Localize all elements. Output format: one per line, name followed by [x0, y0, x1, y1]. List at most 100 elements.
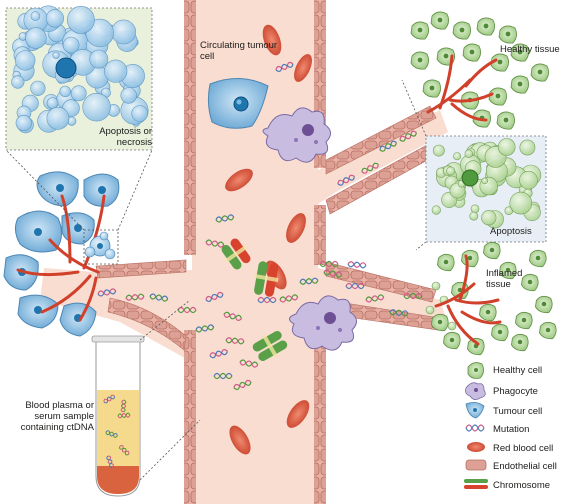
healthy-cell	[479, 303, 497, 322]
tumour-cell-icon	[465, 402, 485, 419]
dna-fragment	[125, 293, 145, 301]
dna-fragment	[119, 445, 130, 456]
legend-label: Healthy cell	[493, 364, 543, 376]
inflamed-cells	[425, 241, 557, 356]
healthy-cell	[410, 51, 429, 70]
dna-fragment	[103, 394, 115, 404]
chromosome	[221, 238, 251, 270]
apoptotic-body	[89, 49, 109, 69]
healthy-cell	[476, 17, 495, 36]
legend-icons	[464, 362, 488, 489]
apoptotic-body	[447, 321, 457, 331]
dna-fragment	[403, 292, 423, 300]
apoptotic-body	[62, 36, 80, 54]
label-healthy-tissue: Healthy tissue	[500, 44, 560, 55]
dna-fragment	[389, 309, 409, 317]
healthy-cell	[483, 241, 501, 260]
legend-item-tumour-cell: Tumour cell	[490, 403, 542, 419]
apoptotic-body	[446, 166, 456, 176]
healthy-cell	[529, 249, 547, 268]
phagocyte-top	[262, 107, 331, 163]
dna-fragment	[195, 324, 215, 333]
apoptotic-body	[497, 138, 516, 156]
healthy-cell	[490, 53, 509, 72]
apoptotic-body	[431, 281, 441, 291]
apoptotic-body	[432, 144, 445, 157]
apoptotic-body	[481, 177, 489, 185]
endothelial-cell-icon	[465, 459, 487, 471]
chromosome	[252, 330, 288, 362]
main-vessel-right-wall-mid	[314, 205, 326, 265]
dna-fragment	[213, 372, 233, 380]
legend-label: Red blood cell	[493, 442, 554, 454]
apoptotic-body	[470, 204, 480, 214]
dna-fragment	[105, 430, 118, 438]
test-tube	[91, 299, 201, 497]
legend-item-healthy-cell: Healthy cell	[490, 362, 542, 378]
apoptotic-bodies	[11, 5, 149, 134]
apoptotic-body	[519, 170, 538, 190]
label-apoptosis-or-necrosis: Apoptosis or necrosis	[99, 126, 152, 148]
healthy-cell	[443, 331, 461, 350]
healthy-cell	[430, 11, 449, 30]
red-blood-cells	[225, 24, 312, 455]
apoptotic-body	[67, 5, 95, 34]
apoptotic-body	[519, 139, 536, 156]
legend-item-phagocyte: Phagocyte	[490, 383, 538, 399]
healthy-cell	[496, 111, 515, 130]
healthy-cell	[530, 63, 549, 82]
red-blood-cell	[294, 54, 312, 82]
nucleus-fragment	[461, 169, 479, 187]
legend-item-chromosome: Chromosome	[490, 477, 550, 493]
tumour-tissue	[3, 149, 153, 337]
dna-fragment	[233, 379, 252, 391]
dna-fragment	[399, 130, 417, 142]
apoptotic-body	[30, 11, 41, 21]
dna-fragment	[257, 296, 277, 304]
healthy-cell	[499, 261, 517, 280]
healthy-tissue	[410, 11, 549, 130]
dna-fragment	[361, 162, 379, 174]
inflamed-tissue	[425, 241, 557, 356]
healthy-cell	[422, 79, 441, 98]
red-blood-cell-icon	[467, 442, 485, 452]
dna-fragment	[345, 282, 365, 290]
dna-fragment	[149, 293, 169, 302]
healthy-cell	[461, 249, 479, 268]
red-blood-cell	[286, 400, 310, 428]
healthy-cell	[452, 21, 471, 40]
main-vessel-left-wall-lower	[184, 330, 196, 504]
apoptosis-necrosis-inset	[5, 5, 153, 151]
phagocyte-bottom	[289, 295, 357, 351]
healthy-cell	[410, 21, 429, 40]
healthy-cell	[539, 321, 557, 340]
apoptotic-body	[15, 114, 32, 132]
healthy-cell	[535, 295, 553, 314]
apoptotic-body	[25, 27, 47, 49]
apoptosis-inset	[401, 79, 547, 251]
dna-fragment	[223, 311, 242, 321]
main-vessel-left-wall	[184, 0, 196, 255]
dna-fragment	[347, 261, 367, 269]
dna-fragment	[215, 214, 235, 223]
apoptotic-body	[464, 149, 473, 158]
sample-ctdna	[103, 394, 131, 468]
dna-fragment	[365, 294, 385, 303]
mutation-icon	[465, 424, 485, 432]
apoptotic-body	[425, 305, 435, 315]
healthy-cell	[510, 75, 529, 94]
dna-fragment	[299, 277, 319, 285]
apoptotic-body	[453, 152, 462, 161]
apoptotic-bodies-green	[431, 138, 542, 229]
left-branch-lower-wall	[107, 297, 187, 351]
cfdna-fragments	[97, 61, 423, 391]
zoom-source-box	[83, 229, 119, 265]
apoptotic-cell-cluster	[84, 231, 116, 260]
legend-label: Endothelial cell	[493, 460, 557, 472]
label-inflamed-tissue: Inflamed tissue	[486, 268, 523, 290]
apoptotic-body	[131, 105, 148, 122]
chromosome	[254, 261, 279, 297]
red-blood-cell	[229, 425, 251, 455]
healthy-cell	[498, 25, 517, 44]
